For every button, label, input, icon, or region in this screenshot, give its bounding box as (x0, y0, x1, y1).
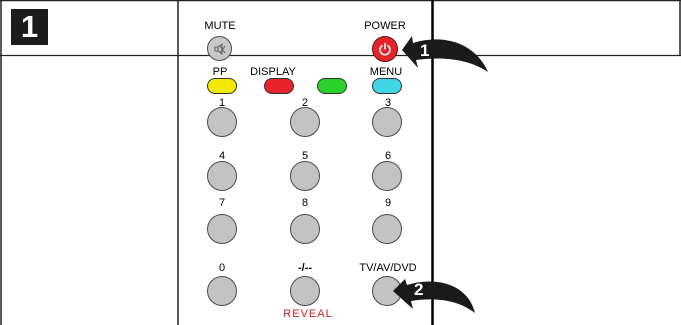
power-button[interactable] (372, 36, 398, 62)
mute-speaker-icon (214, 42, 225, 55)
digit-2-button[interactable] (290, 107, 320, 137)
digit-7-button[interactable] (207, 214, 237, 244)
digit-3-button[interactable] (372, 107, 402, 137)
digit-9-label: 9 (384, 197, 392, 209)
digit-7-label: 7 (218, 197, 226, 209)
callout-number-2: 2 (414, 280, 424, 299)
menu-label: MENU (369, 66, 403, 78)
digit-1-button[interactable] (207, 107, 237, 137)
digit-3-label: 3 (384, 97, 392, 109)
callout-number-1: 1 (420, 41, 430, 60)
digit-5-button[interactable] (290, 161, 320, 191)
power-icon (379, 42, 391, 56)
reveal-label: REVEAL (283, 308, 333, 320)
dash-label: -/-- (297, 262, 313, 274)
display-label: DISPLAY (250, 66, 296, 78)
mute-button[interactable] (207, 36, 232, 61)
digit-6-label: 6 (384, 150, 392, 162)
digit-0-label: 0 (218, 262, 226, 274)
digit-8-label: 8 (301, 197, 309, 209)
display-red-button[interactable] (264, 78, 294, 94)
tv-av-dvd-label: TV/AV/DVD (359, 262, 417, 274)
mute-label: MUTE (204, 20, 236, 32)
callout-arrow-2 (393, 279, 475, 313)
digit-1-label: 1 (218, 97, 226, 109)
digit-9-button[interactable] (372, 214, 402, 244)
menu-cyan-button[interactable] (372, 78, 402, 94)
digit-2-label: 2 (301, 97, 309, 109)
digit-4-button[interactable] (207, 161, 237, 191)
digit-0-button[interactable] (207, 276, 237, 306)
callout-arrow-1 (402, 36, 488, 72)
digit-8-button[interactable] (290, 214, 320, 244)
digit-6-button[interactable] (372, 161, 402, 191)
digit-4-label: 4 (218, 150, 226, 162)
pp-label: PP (212, 66, 228, 78)
pp-yellow-button[interactable] (207, 78, 237, 94)
digit-5-label: 5 (301, 150, 309, 162)
power-label: POWER (364, 20, 406, 32)
dash-reveal-button[interactable] (290, 276, 320, 306)
green-button[interactable] (317, 78, 347, 94)
step-number-badge: 1 (11, 9, 48, 45)
